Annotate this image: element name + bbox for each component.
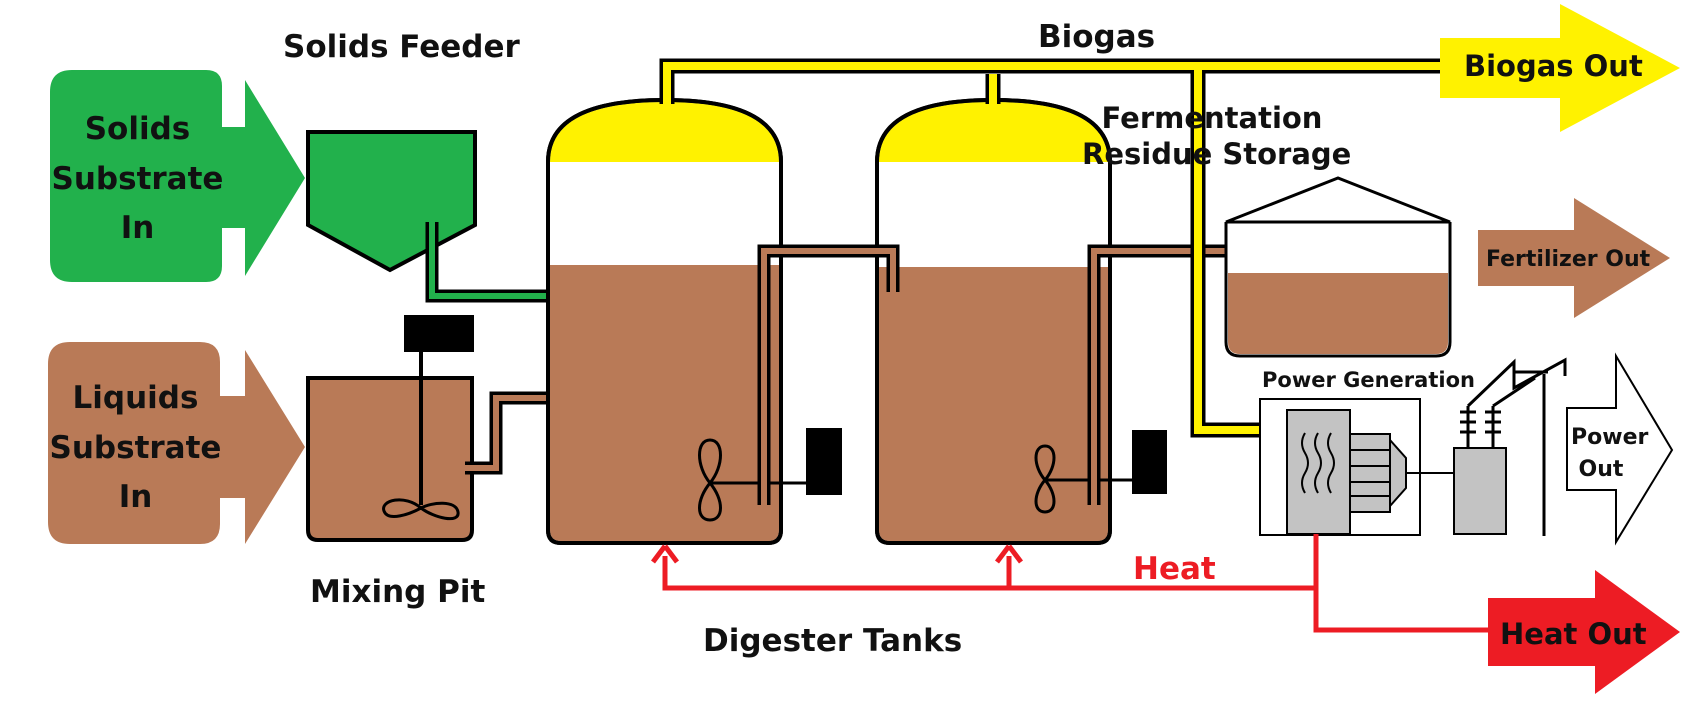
digester-2-agitator-icon — [1034, 444, 1056, 514]
power-generation-label: Power Generation — [1262, 368, 1475, 392]
solids-in-line-1: Solids — [84, 111, 191, 147]
solids-substrate-in-arrow — [50, 70, 305, 282]
digester-2-gas-dome — [879, 102, 1108, 162]
digester-2-slurry — [879, 267, 1108, 541]
transfer-pipe-2-storage — [1087, 244, 1253, 505]
solids-feeder-label: Solids Feeder — [283, 29, 520, 65]
power-out-arrow — [1566, 352, 1674, 546]
power-out-line-1: Power — [1571, 425, 1649, 450]
heat-label: Heat — [1133, 551, 1216, 587]
digester-2-motor — [1132, 430, 1167, 494]
fertilizer-out-label: Fertilizer Out — [1486, 247, 1651, 272]
liquids-in-line-3: In — [118, 479, 153, 516]
heat-out-arrow — [1488, 570, 1680, 694]
transformer-icon — [1453, 447, 1507, 535]
heat-out-label: Heat Out — [1500, 617, 1647, 651]
power-out-label: Power Out — [1571, 422, 1649, 486]
mixing-pit-outlet-pipe — [465, 391, 552, 475]
mixing-pit-label: Mixing Pit — [310, 574, 486, 610]
digester-1-motor — [806, 428, 842, 495]
digester-1-gas-dome — [550, 102, 779, 162]
mixing-pit — [306, 376, 474, 542]
biogas-out-label: Biogas Out — [1464, 49, 1643, 83]
insulators-icon — [1460, 406, 1501, 448]
liquids-substrate-in-arrow — [48, 342, 305, 544]
heat-pipe — [662, 534, 1490, 633]
mixer-motor — [404, 315, 474, 352]
solids-substrate-in-label: Solids Substrate In — [50, 105, 225, 254]
digester-1-slurry — [550, 265, 779, 541]
fermentation-label-line-1: Fermentation — [1101, 101, 1323, 135]
fertilizer-out-arrow — [1478, 198, 1670, 318]
fermentation-residue-storage-label: Fermentation Residue Storage — [1082, 100, 1352, 173]
biogas-label: Biogas — [1038, 19, 1156, 55]
engine-waves-icon — [1301, 432, 1335, 494]
fermentation-label-line-2: Residue Storage — [1082, 137, 1352, 172]
storage-roof — [1225, 176, 1451, 224]
liquids-in-line-2: Substrate — [49, 429, 222, 466]
generator-icon — [1349, 433, 1391, 513]
power-pylon-icon — [1466, 357, 1567, 536]
heat-arrowhead-2 — [995, 544, 1023, 564]
solids-feeder-hopper — [306, 130, 477, 273]
solids-in-line-3: In — [120, 210, 155, 247]
heat-arrowhead-1 — [651, 544, 679, 564]
mixer-paddle-icon — [382, 498, 460, 521]
biogas-out-arrow — [1440, 4, 1680, 132]
power-out-line-2: Out — [1578, 456, 1624, 482]
liquids-in-line-1: Liquids — [72, 380, 199, 416]
solids-in-line-2: Substrate — [51, 160, 224, 197]
digester-tanks-label: Digester Tanks — [703, 623, 963, 659]
liquids-substrate-in-label: Liquids Substrate In — [48, 374, 223, 523]
digester-1-agitator-icon — [698, 438, 722, 522]
